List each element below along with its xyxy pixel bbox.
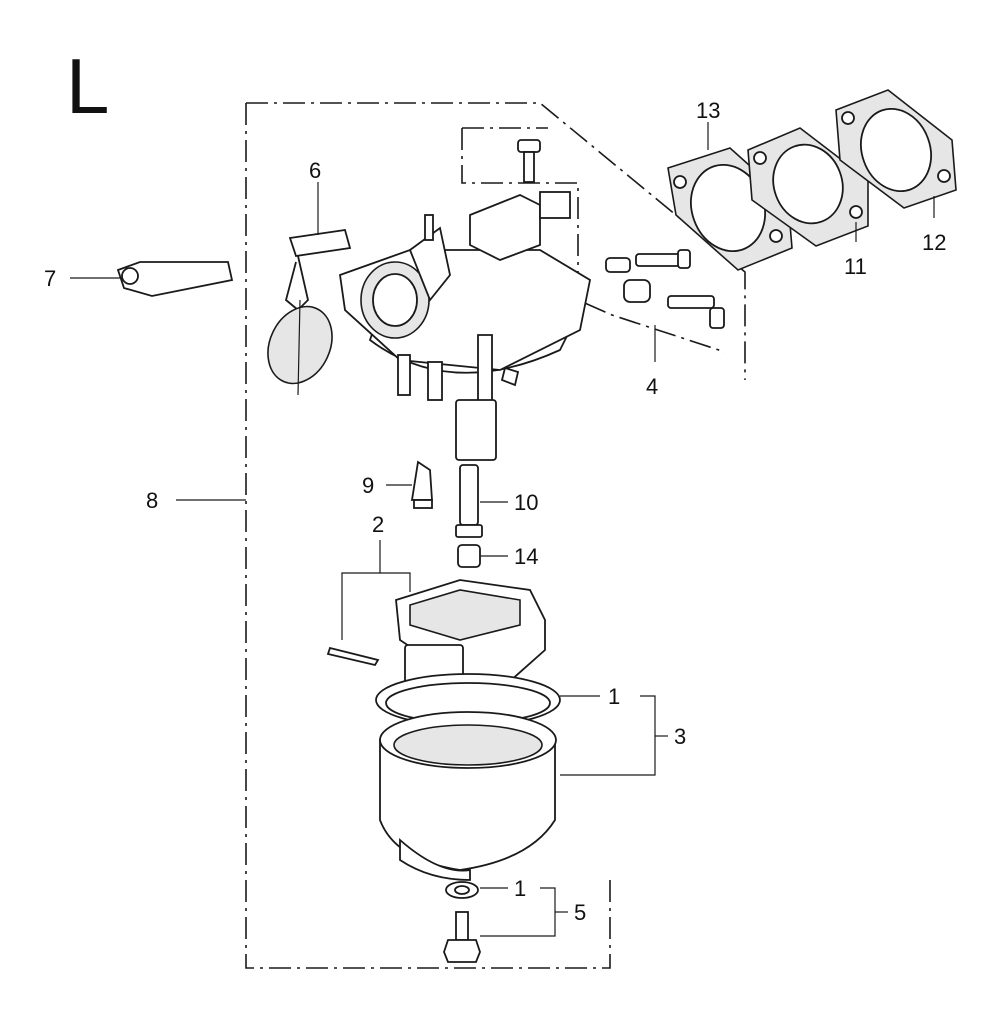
callout-14: 14 [514,544,538,569]
callout-9: 9 [362,473,374,498]
gasket-part-12 [835,89,957,209]
float-part-2 [326,579,546,691]
carburetor-body [339,191,592,461]
screws-springs-part-4 [517,139,725,329]
callout-6: 6 [309,158,321,183]
link-rod-part-7 [116,261,234,297]
callout-13: 13 [696,98,720,123]
main-nozzle-part-10 [455,464,483,538]
leader-lines [70,122,935,937]
callout-1b: 1 [514,876,526,901]
insulator-part-11 [747,127,869,247]
callout-1a: 1 [608,684,620,709]
section-letter: L [66,42,109,130]
float-valve-part-9 [410,460,433,509]
assembly-boundary [245,102,746,969]
callout-4: 4 [646,374,658,399]
choke-lever-part-6 [267,228,352,396]
drain-bolt-part-5 [443,881,481,963]
callout-3: 3 [674,724,686,749]
callout-5: 5 [574,900,586,925]
callout-7: 7 [44,266,56,291]
inset-box-part-4 [461,127,726,353]
callout-11: 11 [844,254,867,279]
callout-12: 12 [922,230,946,255]
callout-8: 8 [146,488,158,513]
float-chamber-part-3 [379,711,557,881]
main-jet-part-14 [457,544,481,568]
callout-10: 10 [514,490,538,515]
callout-2: 2 [372,512,384,537]
o-ring-part-1 [375,673,561,727]
